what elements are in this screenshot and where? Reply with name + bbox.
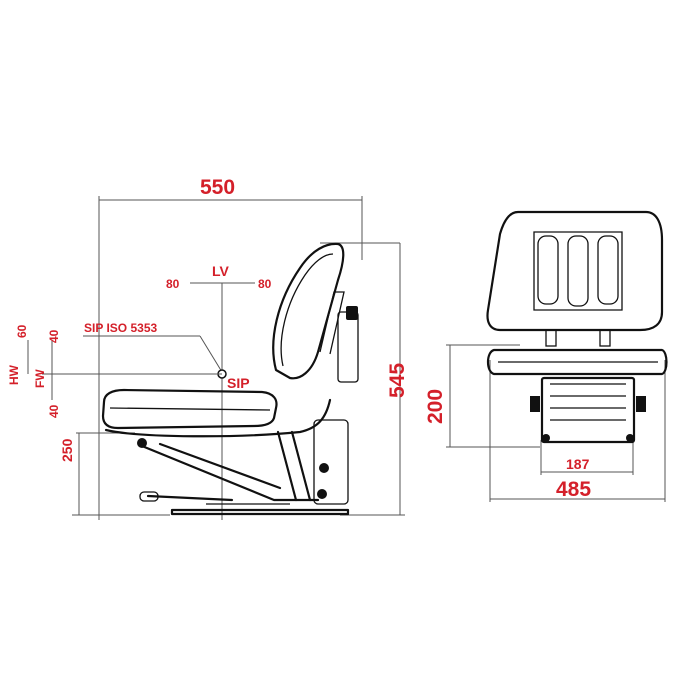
hw-label: HW bbox=[7, 364, 21, 385]
base-height-dimension: 250 bbox=[59, 432, 170, 516]
side-view: 550 545 LV 80 80 SIP ISO 5353 SIP bbox=[7, 176, 409, 520]
front-187-label: 187 bbox=[566, 456, 590, 472]
sip-label: SIP bbox=[227, 375, 250, 391]
hw-fw-dimensions: HW 60 FW 40 40 bbox=[7, 324, 222, 418]
front-485-label: 485 bbox=[556, 478, 591, 501]
front-height-dimension: 200 bbox=[424, 344, 540, 448]
down-40-value: 40 bbox=[47, 404, 61, 418]
lv-label: LV bbox=[212, 263, 230, 279]
front-200-label: 200 bbox=[424, 389, 447, 424]
lv-dimension: LV 80 80 bbox=[166, 263, 272, 520]
fw-value: 40 bbox=[47, 329, 61, 343]
height-545-label: 545 bbox=[386, 363, 409, 398]
seat-front-outline bbox=[486, 210, 668, 444]
sip-iso-label: SIP ISO 5353 bbox=[84, 321, 157, 335]
seat-side-outline bbox=[101, 242, 359, 516]
base-250-label: 250 bbox=[59, 438, 75, 462]
hw-value: 60 bbox=[15, 324, 29, 338]
width-dimension: 550 bbox=[98, 176, 363, 520]
height-dimension: 545 bbox=[320, 242, 409, 516]
width-550-label: 550 bbox=[200, 176, 235, 199]
front-view: 200 187 485 bbox=[424, 210, 668, 502]
sip-iso-leader: SIP ISO 5353 SIP bbox=[83, 321, 250, 391]
front-width-dimensions: 187 485 bbox=[489, 360, 666, 502]
lv-right-value: 80 bbox=[258, 277, 272, 291]
lv-left-value: 80 bbox=[166, 277, 180, 291]
fw-label: FW bbox=[33, 369, 47, 388]
